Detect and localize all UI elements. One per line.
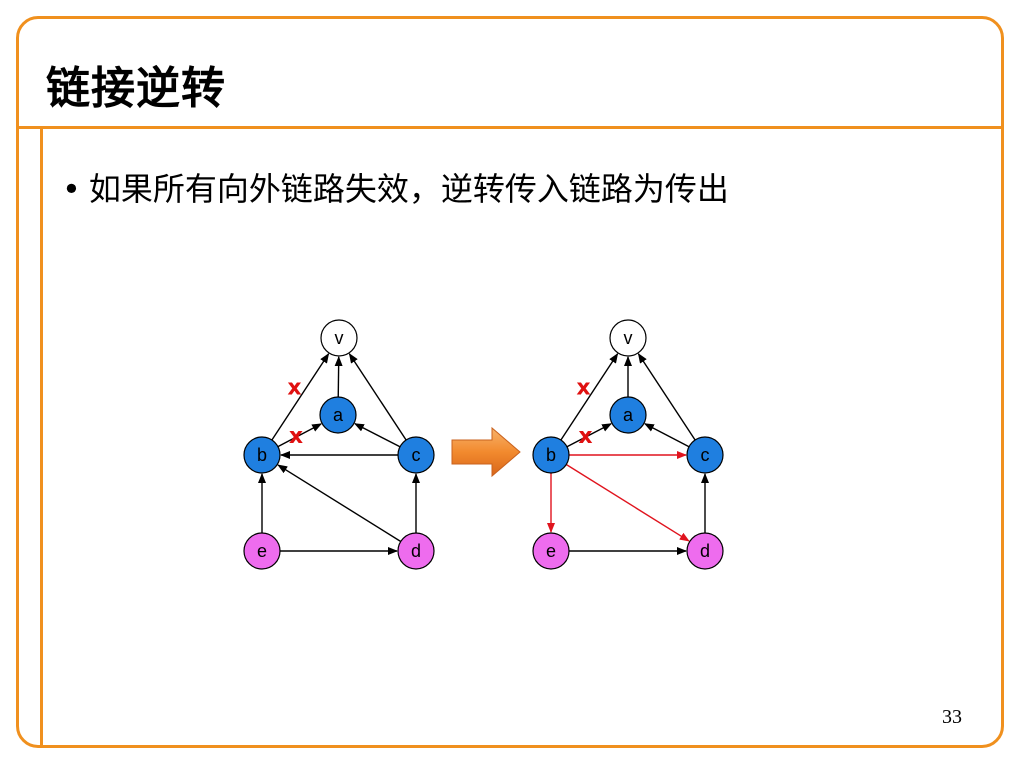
left-edge-c-a bbox=[354, 423, 401, 448]
right-node-label-b: b bbox=[546, 445, 556, 465]
right-node-c bbox=[686, 436, 724, 474]
slide-frame bbox=[16, 16, 1004, 748]
slide-title: 链接逆转 bbox=[46, 63, 226, 114]
right-node-a bbox=[609, 396, 647, 434]
right-edge-c-v bbox=[637, 353, 696, 441]
right-node-e bbox=[532, 532, 570, 570]
left-node-label-e: e bbox=[257, 541, 267, 561]
right-failed-link-mark-b-v: x bbox=[576, 376, 590, 401]
left-node-label-c: c bbox=[412, 445, 421, 465]
left-graph: xx v a b c e d bbox=[243, 319, 435, 570]
left-failed-link-mark-b-a: x bbox=[289, 424, 303, 449]
left-edge-a-v bbox=[334, 355, 343, 398]
right-node-label-d: d bbox=[700, 541, 710, 561]
left-failed-link-mark-b-v: x bbox=[287, 376, 301, 401]
left-node-a bbox=[319, 396, 357, 434]
left-edge-c-v bbox=[348, 353, 407, 441]
left-node-e bbox=[243, 532, 281, 570]
right-node-b bbox=[532, 436, 570, 474]
right-failed-link-mark-b-a: x bbox=[578, 424, 592, 449]
right-node-label-c: c bbox=[701, 445, 710, 465]
right-node-d bbox=[686, 532, 724, 570]
left-edge-b-a bbox=[277, 423, 323, 448]
left-edge-d-b bbox=[277, 464, 402, 543]
right-node-v bbox=[609, 319, 647, 357]
left-node-label-v: v bbox=[335, 328, 344, 348]
left-node-label-b: b bbox=[257, 445, 267, 465]
left-edge-b-v bbox=[271, 353, 330, 441]
right-graph: xx v a b c e d bbox=[532, 319, 724, 570]
title-divider bbox=[16, 126, 1004, 129]
right-edge-b-v bbox=[560, 353, 619, 441]
right-edge-c-a bbox=[643, 423, 690, 448]
right-edge-b-a bbox=[566, 423, 613, 448]
right-edge-b-d bbox=[565, 463, 690, 542]
left-node-label-d: d bbox=[411, 541, 421, 561]
right-node-label-a: a bbox=[623, 405, 634, 425]
left-accent-bar bbox=[40, 128, 43, 748]
left-node-v bbox=[320, 319, 358, 357]
bullet-text: 如果所有向外链路失效，逆转传入链路为传出 bbox=[88, 170, 729, 208]
bullet-item: •如果所有向外链路失效，逆转传入链路为传出 bbox=[62, 164, 729, 210]
left-node-label-a: a bbox=[333, 405, 344, 425]
right-node-label-e: e bbox=[546, 541, 556, 561]
bullet-marker: • bbox=[62, 170, 81, 208]
left-node-c bbox=[397, 436, 435, 474]
left-node-b bbox=[243, 436, 281, 474]
left-node-d bbox=[397, 532, 435, 570]
transition-arrow-icon bbox=[451, 426, 521, 478]
page-number: 33 bbox=[942, 706, 962, 728]
right-node-label-v: v bbox=[624, 328, 633, 348]
